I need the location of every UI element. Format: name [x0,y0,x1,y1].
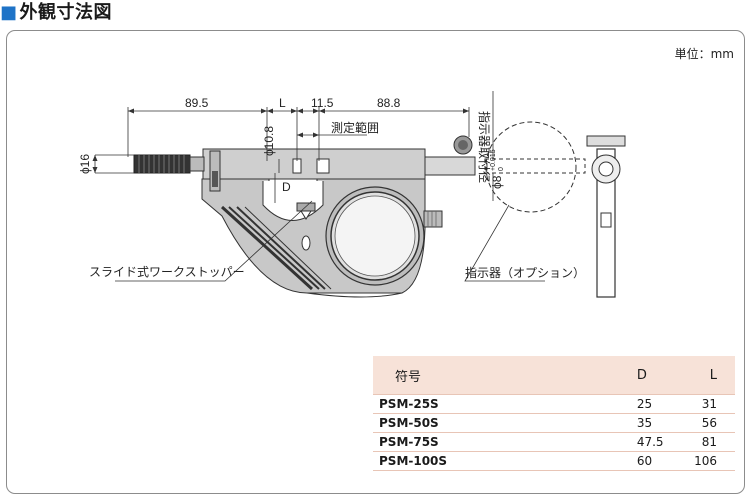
cell-d: 25 [458,394,685,414]
cell-model: PSM-50S [373,413,459,433]
gauge-body [133,135,476,298]
indicator-outline [484,121,586,213]
model-spec-table: 符号 D L PSM-25S 25 31 PSM-50S 35 56 PSM-7… [373,356,735,471]
cell-l: 31 [684,394,735,414]
page-heading: ■外観寸法図 [0,0,112,26]
dim-indicator-tol-lower: 0 [498,167,505,171]
measuring-range-label: 測定範囲 [331,120,379,135]
slide-stopper-label: スライド式ワークストッパー [89,265,245,279]
heading-marker: ■ [0,2,18,23]
header-l: L [684,356,735,395]
cell-model: PSM-100S [373,451,459,471]
cell-l: 56 [684,413,735,433]
cell-d: 47.5 [458,432,685,452]
side-view [586,135,626,298]
external-dimension-drawing: 89.5 L 11.5 88.8 測定範囲 ϕ16 ϕ10.8 D 指示器取付径… [78,91,626,298]
unit-label: 単位：mm [674,47,734,61]
cell-model: PSM-75S [373,432,459,452]
page-title: 外観寸法図 [19,2,113,23]
table-header-row: 符号 D L [373,356,735,395]
dim-jaw-dia: ϕ10.8 [262,126,276,156]
header-d: D [458,356,685,395]
cell-l: 81 [684,432,735,452]
dim-indicator-tol-upper: +0.015 [490,149,497,171]
dimension-lines [94,91,545,282]
header-symbol: 符号 [373,356,459,395]
cell-l: 106 [684,451,735,471]
dim-gap: 11.5 [311,96,334,110]
table-row: PSM-50S 35 56 [373,413,735,433]
dim-spindle-dia: ϕ16 [78,154,92,174]
dimension-texts: 89.5 L 11.5 88.8 測定範囲 ϕ16 ϕ10.8 D 指示器取付径… [78,96,585,280]
cell-d: 60 [458,451,685,471]
table-row: PSM-100S 60 106 [373,451,735,471]
indicator-mount-label: 指示器取付径 [477,111,492,183]
dim-left-length: 89.5 [185,96,209,110]
cell-model: PSM-25S [373,394,459,414]
drawing-frame: 単位：mm [6,30,745,494]
indicator-option-label: 指示器（オプション） [465,265,585,280]
dimension-arrows [92,108,469,173]
dim-indicator-dia: ϕ8 [490,175,504,189]
dim-depth: D [282,180,291,194]
table-row: PSM-75S 47.5 81 [373,432,735,452]
dim-right-length: 88.8 [377,96,401,110]
cell-d: 35 [458,413,685,433]
dim-jaw-length: L [279,96,286,110]
table-row: PSM-25S 25 31 [373,394,735,414]
